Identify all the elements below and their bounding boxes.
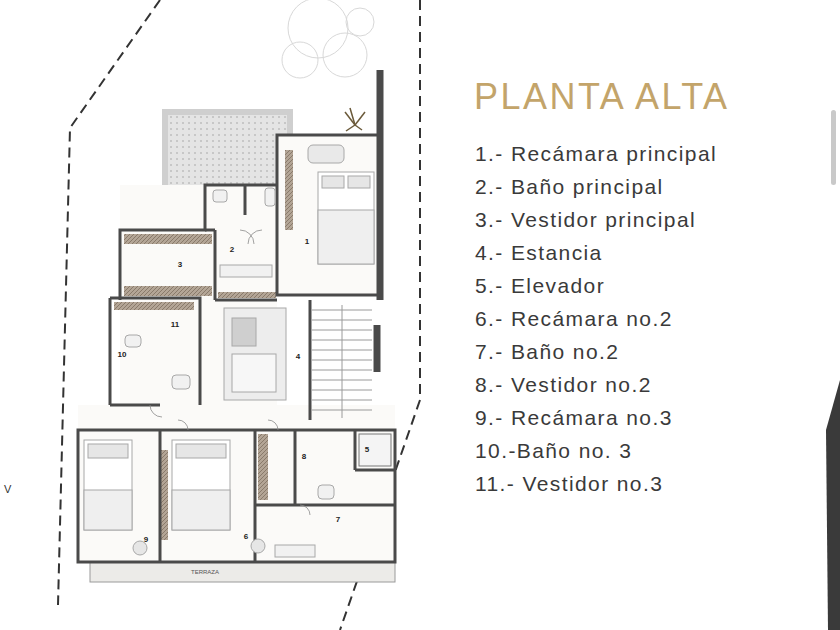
callout-number: 2 — [230, 246, 234, 254]
legend-item: 1.- Recámara principal — [475, 142, 717, 166]
callout-number: 6 — [244, 533, 248, 541]
garden-circles — [282, 0, 374, 78]
legend-item: 6.- Recámara no.2 — [475, 307, 673, 331]
callout-number: 7 — [336, 516, 340, 524]
elevator — [359, 434, 391, 466]
legend-item: 5.- Elevador — [475, 274, 605, 298]
plan-title: PLANTA ALTA — [474, 76, 730, 118]
scrollbar — [831, 110, 836, 185]
legend-item: 3.- Vestidor principal — [475, 208, 696, 232]
legend-item: 10.-Baño no. 3 — [475, 439, 632, 463]
terrace — [90, 562, 395, 582]
walls — [78, 70, 395, 562]
furniture — [84, 145, 374, 557]
lot-boundary — [58, 0, 420, 630]
floors — [78, 135, 395, 562]
edge-shape — [826, 380, 840, 630]
callout-number: 4 — [296, 353, 300, 361]
stairs — [312, 305, 372, 418]
callout-number: 11 — [171, 321, 179, 329]
legend-item: 11.- Vestidor no.3 — [475, 472, 663, 496]
plant — [345, 108, 365, 131]
legend-item: 2.- Baño principal — [475, 175, 664, 199]
callout-number: 1 — [305, 238, 309, 246]
legend-item: 8.- Vestidor no.2 — [475, 373, 652, 397]
callout-number: 8 — [302, 453, 306, 461]
callout-number: 3 — [178, 261, 182, 269]
callout-number: 10 — [118, 351, 127, 359]
callout-number: 5 — [365, 446, 369, 454]
legend-item: 4.- Estancia — [475, 241, 603, 265]
area-label: TERRAZA — [191, 569, 219, 575]
door-swings — [150, 230, 310, 515]
closets — [114, 150, 293, 540]
callout-number: 9 — [144, 536, 148, 544]
edge-letter: V — [4, 484, 11, 495]
legend-item: 9.- Recámara no.3 — [475, 406, 673, 430]
legend-item: 7.- Baño no.2 — [475, 340, 619, 364]
